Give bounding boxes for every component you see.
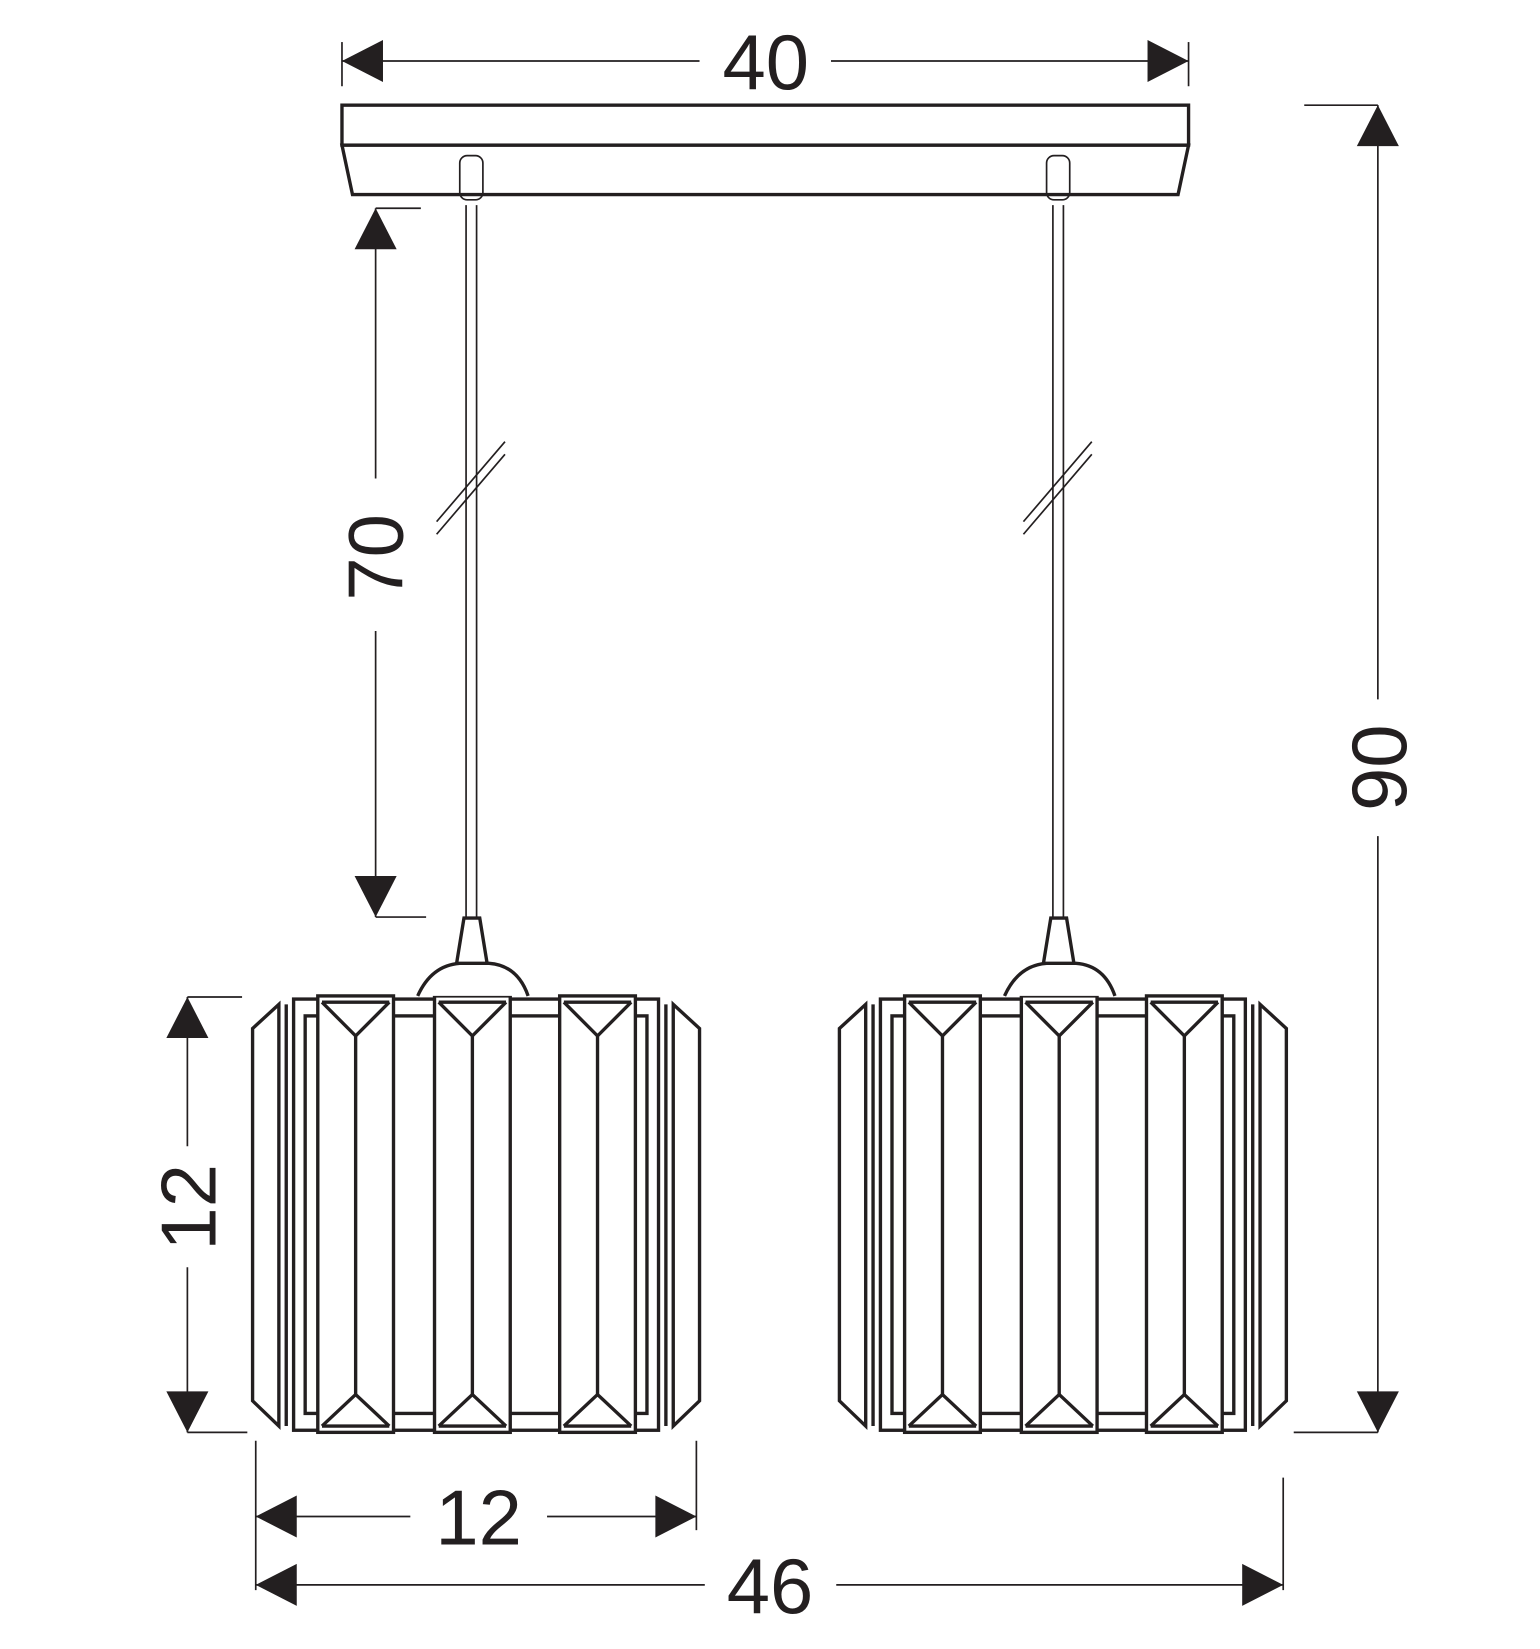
- dimension-label-canopy-width: 40: [723, 20, 810, 106]
- dimension-label-shade-height: 12: [146, 1164, 232, 1251]
- dimension-label-cord-length: 70: [334, 514, 420, 601]
- dimension-canopy-width: 40: [341, 20, 1190, 106]
- dimension-total-width: 46: [255, 1477, 1285, 1630]
- ceiling-canopy: [339, 103, 1191, 197]
- dimension-label-total-height: 90: [1337, 724, 1423, 811]
- dimension-label-total-width: 46: [727, 1544, 814, 1630]
- dimension-shade-diameter: 12: [254, 1440, 698, 1591]
- dimension-total-height: 90: [1293, 104, 1423, 1434]
- dimension-cord-length: 70: [334, 207, 427, 918]
- pendant-left: [253, 156, 700, 1433]
- pendant-right: [839, 156, 1286, 1433]
- dimension-shade-height: 12: [146, 996, 248, 1434]
- dimension-label-shade-diameter: 12: [435, 1476, 522, 1562]
